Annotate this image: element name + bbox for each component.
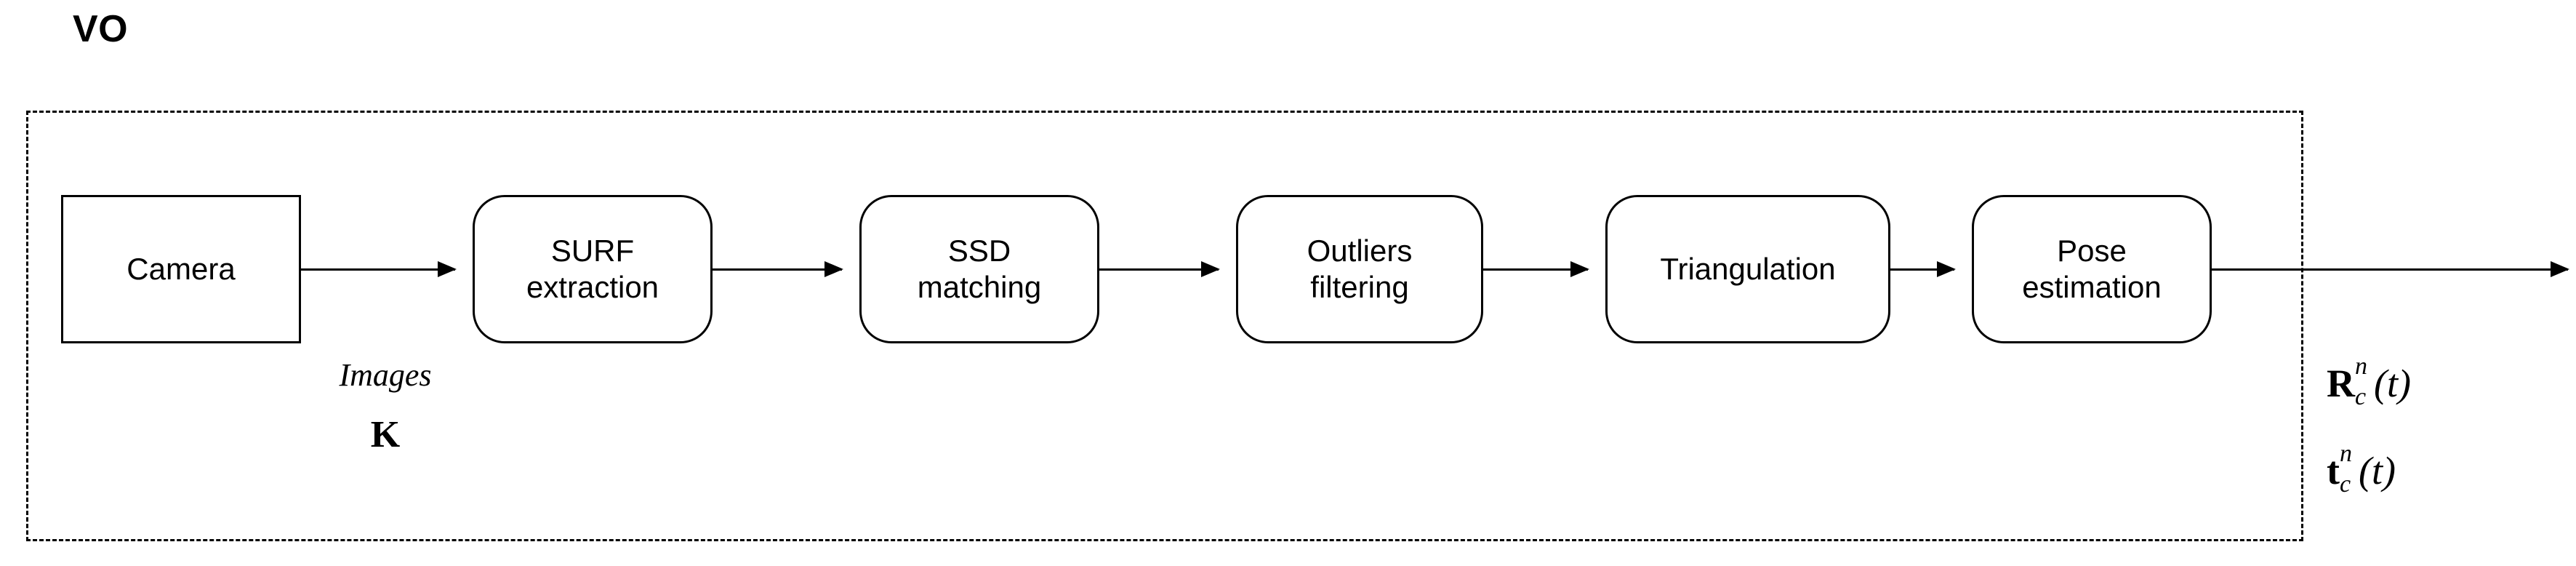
- output-rotation-base: R: [2327, 362, 2355, 405]
- output-rotation-superscript: n: [2355, 353, 2367, 380]
- node-ssd-matching-label: SSD matching: [917, 234, 1042, 304]
- vo-pipeline-container: [26, 111, 2303, 541]
- output-translation-base: t: [2327, 449, 2340, 493]
- arrow-surf-to-ssd: [713, 261, 843, 277]
- node-triangulation-label: Triangulation: [1660, 252, 1836, 287]
- node-camera[interactable]: Camera: [61, 195, 301, 343]
- node-ssd-matching[interactable]: SSD matching: [859, 195, 1099, 343]
- arrow-pose-to-output: [2212, 261, 2569, 277]
- output-translation-arg: (t): [2358, 449, 2396, 493]
- output-translation-subscript: c: [2339, 471, 2351, 498]
- node-surf-extraction[interactable]: SURF extraction: [473, 195, 713, 343]
- node-surf-extraction-label: SURF extraction: [526, 234, 659, 304]
- arrow-camera-to-surf: [301, 261, 457, 277]
- node-outliers-filtering-label: Outliers filtering: [1307, 234, 1413, 304]
- arrow-outliers-to-triangulation: [1483, 261, 1589, 277]
- page-title: VO: [73, 8, 129, 50]
- edge-note-intrinsics: K: [370, 414, 401, 455]
- node-pose-estimation[interactable]: Pose estimation: [1972, 195, 2212, 343]
- output-rotation-arg: (t): [2374, 362, 2411, 405]
- edge-note-images: Images: [339, 357, 432, 393]
- arrow-ssd-to-outliers: [1099, 261, 1220, 277]
- arrow-triangulation-to-pose: [1890, 261, 1956, 277]
- node-pose-estimation-label: Pose estimation: [2022, 234, 2162, 304]
- output-translation-superscript: n: [2339, 440, 2352, 467]
- node-camera-label: Camera: [127, 252, 236, 287]
- output-rotation-subscript: c: [2355, 383, 2367, 410]
- node-triangulation[interactable]: Triangulation: [1605, 195, 1890, 343]
- node-outliers-filtering[interactable]: Outliers filtering: [1236, 195, 1483, 343]
